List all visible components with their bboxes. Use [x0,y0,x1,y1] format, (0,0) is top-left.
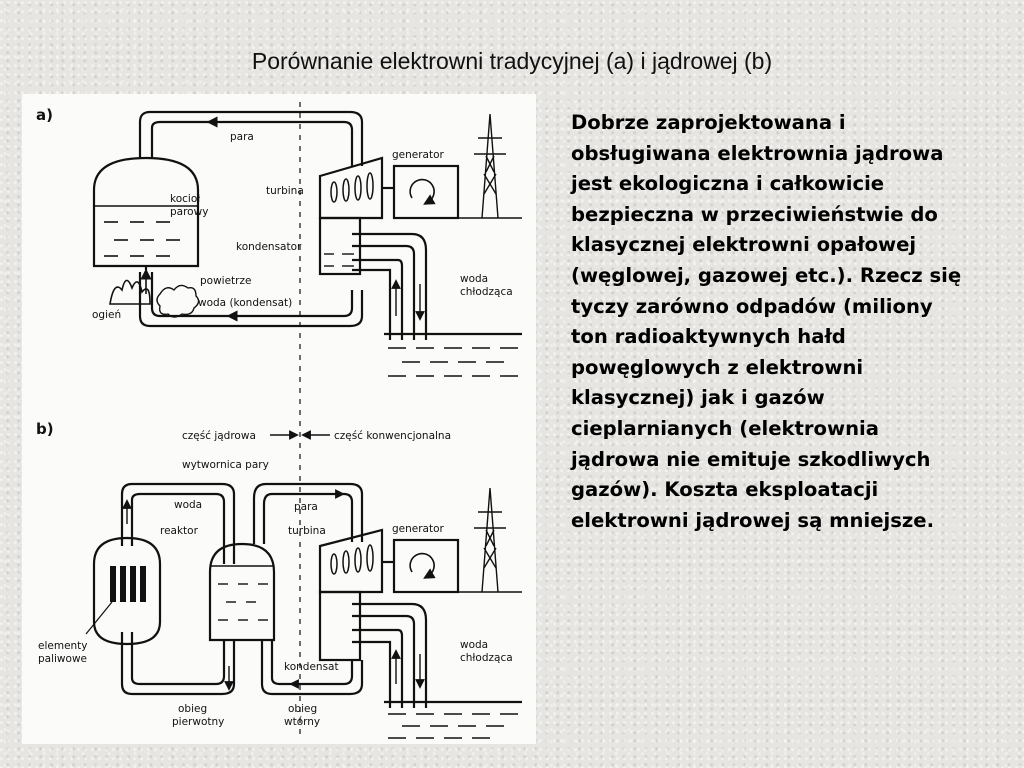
a-condenser-water [324,253,354,267]
a-panel-label: a) [36,106,53,124]
a-steam-pipe [138,110,364,166]
b-fuel-pointer [85,601,113,635]
a-generator-label: generator [392,149,445,161]
a-turbine [318,156,384,220]
b-sg-water-dashes [218,583,268,621]
b-reaktor-label: reaktor [160,525,199,537]
b-turbine-blades [330,544,374,575]
b-secondary-pipe-inner [262,492,354,544]
b-reservoir-waves [388,713,518,739]
b-panel-label: b) [36,420,54,438]
b-obieg-pierwotny-label-2: pierwotny [172,716,224,728]
b-condenser [318,590,362,662]
b-elementy-label-2: paliwowe [38,653,87,665]
b-primary-return-inner [130,632,226,686]
b-woda-label: woda [174,499,202,511]
slide-title: Porównanie elektrowni tradycyjnej (a) i … [251,48,773,74]
b-turbina-label: turbina [288,525,326,537]
b-czesc-jadrowa-label: część jądrowa [182,430,256,442]
b-elementy-label-1: elementy [38,640,88,652]
a-boiler [92,156,200,268]
a-condensate-pipe-inner [150,272,354,318]
a-ogien-label: ogień [92,309,121,321]
b-obieg-pierwotny-label-1: obieg [178,703,207,715]
b-obieg-wtorny-label-1: obieg [288,703,317,715]
b-steam-generator [208,542,276,642]
b-kondensat-label: kondensat [284,661,339,673]
b-generator [392,538,460,594]
b-czesc-konwencjonalna-label: część konwencjonalna [334,430,451,442]
b-primary-pipe [120,482,236,564]
a-air-cloud [156,284,200,318]
b-woda-chlodzaca-label-1: woda [460,639,488,651]
a-turbine-blades [330,172,374,203]
b-woda-chlodzaca-label-2: chłodząca [460,652,513,664]
a-woda-chlodzaca-label-2: chłodząca [460,286,513,298]
b-reactor [92,536,162,646]
a-turbina-label: turbina [266,185,304,197]
b-cooling-pipe-out [352,602,428,708]
b-primary-pipe-inner [130,492,226,564]
a-para-label: para [230,131,254,143]
a-pylon [474,113,506,219]
b-obieg-wtorny-label-2: wtórny [284,716,320,728]
b-pylon [474,487,506,593]
power-plant-diagram-svg: a) para kocioł parowy turbina generator … [36,102,522,739]
a-kociol-label-1: kocioł [170,193,200,205]
b-secondary-pipe [252,482,364,544]
a-woda-chlodzaca-label-1: woda [460,273,488,285]
a-steam-pipe-inner [150,120,354,166]
a-generator [392,164,460,220]
b-wytwornica-label: wytwornica pary [182,459,269,471]
b-para-label: para [294,501,318,513]
a-cooling-pipe-out [352,232,428,340]
b-fuel-rods [110,566,146,602]
a-kondensator-label: kondensator [236,241,302,253]
b-cooling-pipe-in [352,628,404,708]
a-cooling-pipe-in [352,258,404,340]
a-boiler-water-dashes [104,221,180,257]
a-powietrze-label: powietrze [200,275,251,287]
b-turbine [318,528,384,594]
a-flame [109,279,151,305]
b-secondary-return [260,640,364,696]
description-text: Dobrze zaprojektowana i obsługiwana elek… [571,111,962,532]
power-plant-diagram: a) para kocioł parowy turbina generator … [22,94,536,744]
a-kociol-label-2: parowy [170,206,208,218]
a-woda-kondensat-label: woda (kondensat) [198,297,292,309]
b-generator-rotation [409,552,436,579]
a-generator-rotation [409,178,436,205]
a-reservoir-waves [388,347,518,377]
b-generator-label: generator [392,523,445,535]
